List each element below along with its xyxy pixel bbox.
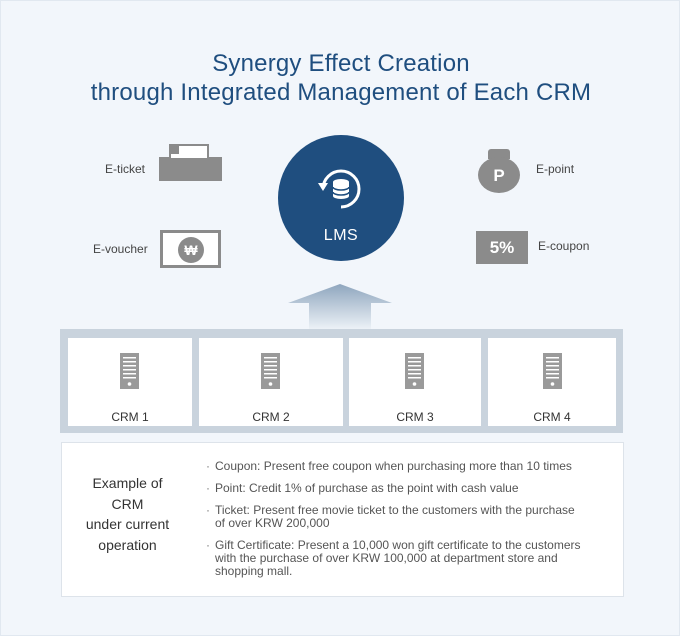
evoucher-label: E-voucher xyxy=(93,242,148,256)
lms-label: LMS xyxy=(323,227,359,244)
crm-card: CRM 4 xyxy=(488,338,616,426)
example-list: Coupon: Present free coupon when purchas… xyxy=(205,460,615,587)
won-coin-icon: ₩ xyxy=(178,237,204,263)
crm-label: CRM 1 xyxy=(111,410,149,424)
lms-hub: LMS xyxy=(278,135,404,261)
list-item-line: of over KRW 200,000 xyxy=(215,516,330,530)
eticket-label: E-ticket xyxy=(105,162,146,176)
title-line-1: Synergy Effect Creation xyxy=(212,50,470,77)
crm-card: CRM 3 xyxy=(349,338,481,426)
list-item: Ticket: Present free movie ticket to the… xyxy=(205,504,615,530)
list-item: Point: Credit 1% of purchase as the poin… xyxy=(205,481,615,496)
list-item-line: Coupon: Present free coupon when purchas… xyxy=(215,459,572,473)
list-item-line: Point: Credit 1% of purchase as the poin… xyxy=(215,481,519,495)
crm-card: CRM 1 xyxy=(68,338,192,426)
title-line-2: through Integrated Management of Each CR… xyxy=(90,79,592,106)
epoint-label: E-point xyxy=(536,162,575,176)
example-title-line: operation xyxy=(98,536,157,553)
example-title: Example of CRM under current operation xyxy=(80,473,175,555)
point-symbol: P xyxy=(478,157,520,193)
crm-label: CRM 3 xyxy=(396,410,434,424)
crm-group: CRM 1 CRM 2 CRM 3 xyxy=(60,329,623,433)
up-arrow-icon xyxy=(288,284,392,330)
list-item-line: shopping mall. xyxy=(215,564,293,578)
server-icon xyxy=(120,353,139,389)
example-panel: Example of CRM under current operation C… xyxy=(61,442,624,597)
list-item: Gift Certificate: Present a 10,000 won g… xyxy=(205,539,615,578)
example-title-line: CRM xyxy=(111,495,144,512)
list-item-line: Ticket: Present free movie ticket to the… xyxy=(215,503,575,517)
list-item-line: Gift Certificate: Present a 10,000 won g… xyxy=(215,538,581,552)
crm-label: CRM 4 xyxy=(533,410,571,424)
voucher-icon: ₩ xyxy=(160,230,221,268)
example-title-line: Example of xyxy=(92,475,163,491)
list-item-line: with the purchase of over KRW 100,000 at… xyxy=(215,551,558,565)
point-bag-icon: P xyxy=(476,149,522,193)
server-icon xyxy=(261,353,280,389)
crm-label: CRM 2 xyxy=(252,410,290,424)
ecoupon-label: E-coupon xyxy=(538,239,590,253)
crm-card: CRM 2 xyxy=(199,338,343,426)
server-icon xyxy=(543,353,562,389)
example-title-line: under current xyxy=(85,516,170,532)
diagram-title: Synergy Effect Creation through Integrat… xyxy=(1,49,680,107)
list-item: Coupon: Present free coupon when purchas… xyxy=(205,459,615,474)
server-icon xyxy=(405,353,424,389)
database-sync-icon xyxy=(318,169,361,209)
coupon-icon: 5% xyxy=(476,231,528,264)
